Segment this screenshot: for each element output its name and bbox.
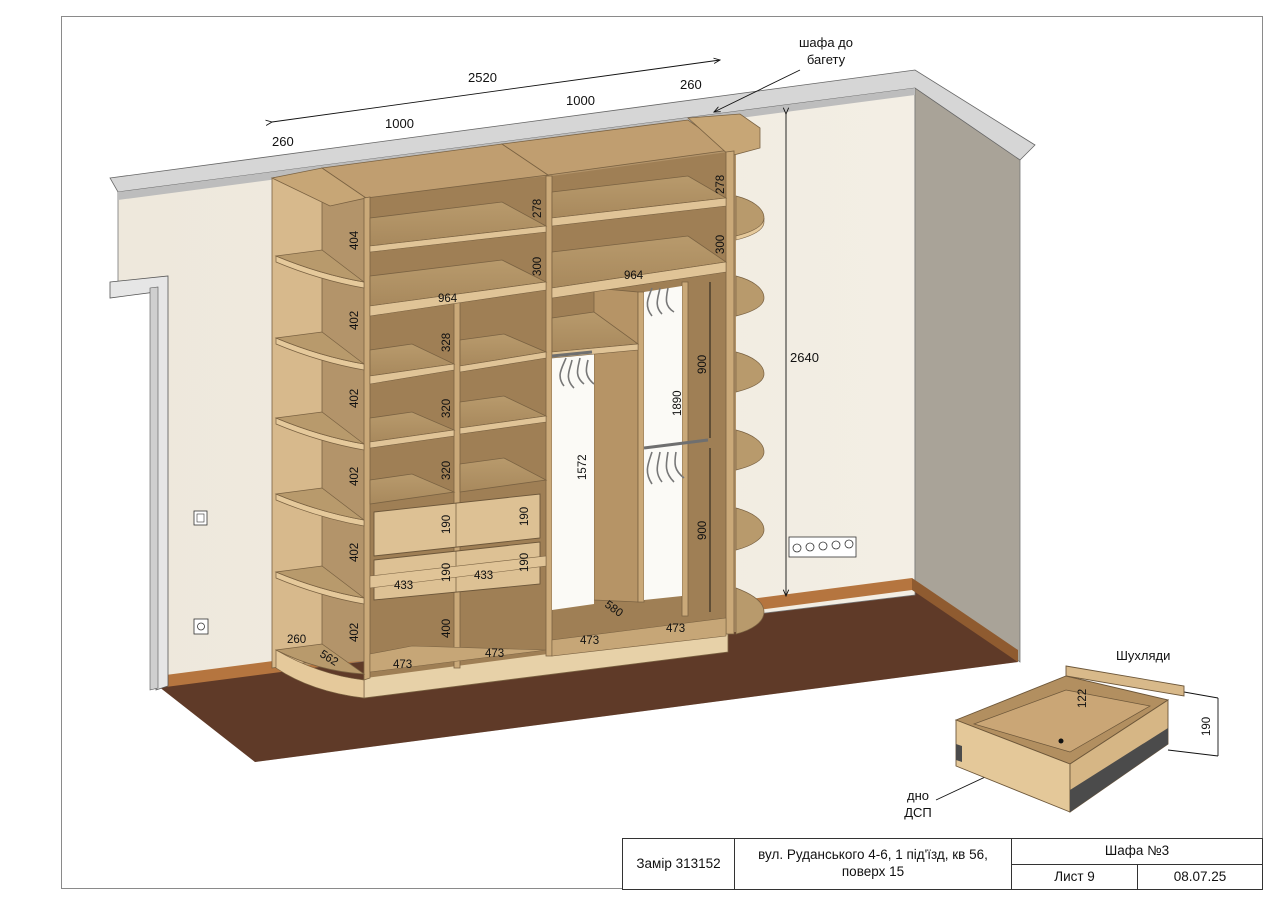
drawer-detail — [954, 665, 1185, 813]
dim-hanging-total: 1890 — [672, 390, 684, 416]
dim-drawer-w-2: 433 — [474, 570, 493, 582]
address: вул. Руданського 4-6, 1 під'їзд, кв 56, … — [734, 838, 1012, 890]
dim-comp-1: 473 — [393, 659, 412, 671]
left-end-shelves — [274, 249, 366, 699]
dim-left-end: 260 — [272, 134, 294, 149]
right-end-shelves — [735, 195, 765, 635]
dim-drawer-2: 190 — [519, 507, 531, 526]
socket-block-icon — [788, 536, 857, 558]
drawer-front — [373, 493, 541, 557]
dim-drawer-w-1: 433 — [394, 580, 413, 592]
dim-left-top-2: 300 — [532, 257, 544, 276]
dim-end-2: 402 — [349, 311, 361, 330]
dim-comp-3: 473 — [580, 635, 599, 647]
dim-shelf-right: 964 — [624, 270, 644, 282]
dim-hanging-lower: 900 — [697, 521, 709, 540]
wardrobe-body — [270, 113, 765, 699]
dim-shelf-left: 964 — [438, 293, 458, 305]
dim-left-section: 1000 — [385, 116, 414, 131]
dim-comp-2: 473 — [485, 648, 504, 660]
dim-drawer-height: 190 — [1201, 717, 1213, 736]
dim-overall-width: 2520 — [468, 70, 497, 85]
hanging-rail — [643, 438, 709, 450]
door-frame — [109, 275, 169, 691]
dim-right-top-2: 300 — [715, 235, 727, 254]
dim-drawer-3: 190 — [441, 563, 453, 582]
dim-right-end: 260 — [680, 77, 702, 92]
dim-drawer-1: 190 — [441, 515, 453, 534]
drawers-label: Шухляди — [1116, 648, 1170, 663]
dim-mid-1: 328 — [441, 333, 453, 352]
dim-end-3: 402 — [349, 389, 361, 408]
dim-drawer-4: 190 — [519, 553, 531, 572]
hanging-rail — [551, 350, 593, 358]
dim-right-top-1: 278 — [715, 175, 727, 194]
dim-mid-2: 320 — [441, 399, 453, 418]
dim-comp-4: 473 — [666, 623, 685, 635]
dim-end-4: 402 — [349, 467, 361, 486]
dim-hanging-tall: 1572 — [577, 454, 589, 480]
light-switch-icon — [193, 510, 208, 526]
dim-left-top-1: 278 — [532, 199, 544, 218]
dim-right-section: 1000 — [566, 93, 595, 108]
right-wall — [914, 84, 1021, 663]
dim-end-depth: 260 — [287, 634, 306, 646]
order-number: Замір 313152 — [622, 838, 735, 890]
dim-end-6: 402 — [349, 623, 361, 642]
sheet-number: Лист 9 — [1011, 864, 1138, 890]
hangers-icon — [559, 287, 685, 485]
dim-end-5: 402 — [349, 543, 361, 562]
floor — [158, 585, 1018, 762]
socket-icon — [193, 618, 209, 635]
dim-drawer-inner: 122 — [1077, 689, 1089, 708]
drawing-name: Шафа №3 — [1011, 838, 1263, 865]
dim-bottom-left: 400 — [441, 619, 453, 638]
dim-mid-3: 320 — [441, 461, 453, 480]
date: 08.07.25 — [1137, 864, 1263, 890]
dim-height: 2640 — [790, 350, 819, 365]
dim-hanging-upper: 900 — [697, 355, 709, 374]
dim-end-1: 404 — [349, 230, 361, 250]
